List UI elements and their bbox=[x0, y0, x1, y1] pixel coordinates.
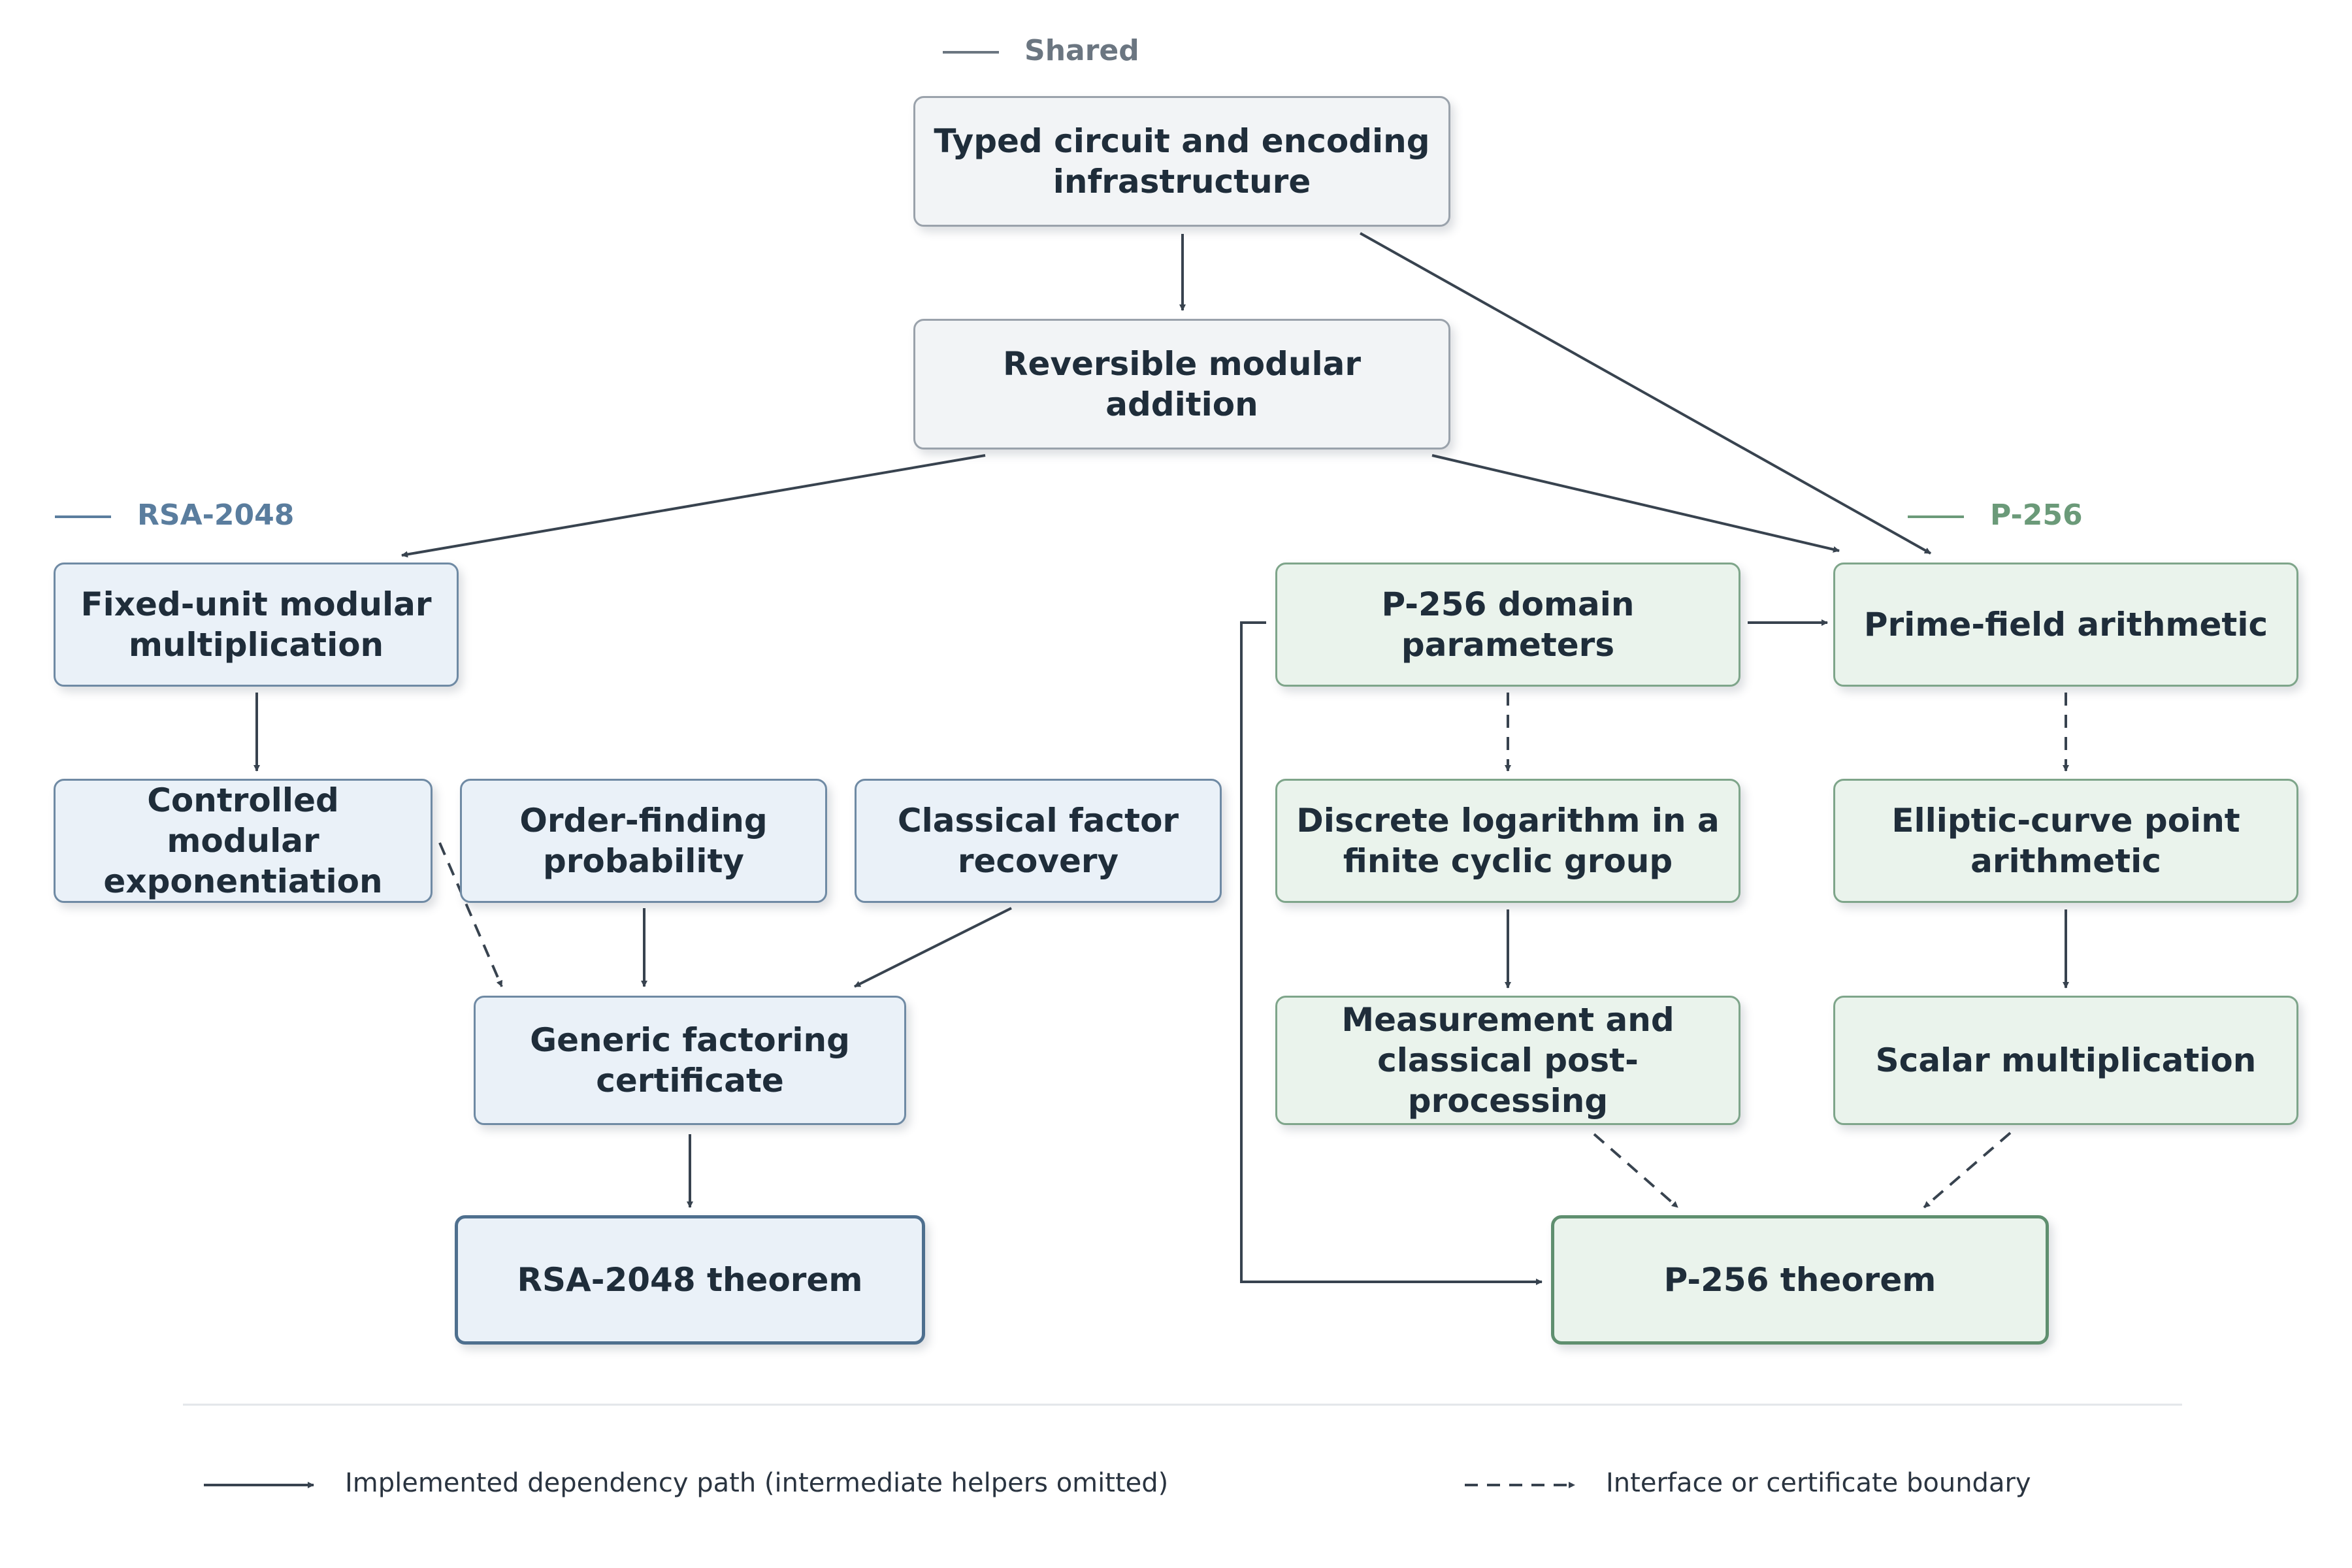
node-typed-circuit[interactable]: Typed circuit and encoding infrastructur… bbox=[913, 96, 1450, 227]
node-measurement[interactable]: Measurement and classical post-processin… bbox=[1275, 996, 1740, 1125]
edge-classical-to-generic bbox=[854, 907, 1012, 988]
edge-addition-to-fixedunit bbox=[401, 454, 986, 558]
node-p256-theorem[interactable]: P-256 theorem bbox=[1551, 1215, 2049, 1345]
node-prime-field[interactable]: Prime-field arithmetic bbox=[1833, 563, 2298, 687]
edge-controlled-to-generic bbox=[438, 842, 503, 987]
edge-scalar-to-p256-theorem bbox=[1923, 1132, 2012, 1209]
edge-domain-to-p256-theorem bbox=[1240, 621, 1543, 1285]
legend-dashed-label: Interface or certificate boundary bbox=[1606, 1468, 2031, 1498]
node-classical-factor[interactable]: Classical factor recovery bbox=[855, 779, 1222, 903]
edge-typed-to-primefield bbox=[1360, 232, 1931, 555]
node-controlled-exp[interactable]: Controlled modular exponentiation bbox=[54, 779, 433, 903]
group-p256-label: P-256 bbox=[1990, 498, 2083, 532]
node-rsa-theorem[interactable]: RSA-2048 theorem bbox=[455, 1215, 925, 1345]
node-discrete-log[interactable]: Discrete logarithm in a finite cyclic gr… bbox=[1275, 779, 1740, 903]
node-generic-factoring[interactable]: Generic factoring certificate bbox=[474, 996, 906, 1125]
node-fixed-unit-mult[interactable]: Fixed-unit modular multiplication bbox=[54, 563, 459, 687]
edge-measurement-to-p256-theorem bbox=[1593, 1133, 1679, 1209]
node-reversible-addition[interactable]: Reversible modular addition bbox=[913, 319, 1450, 449]
node-p256-domain[interactable]: P-256 domain parameters bbox=[1275, 563, 1740, 687]
edge-addition-to-primefield bbox=[1431, 454, 1840, 553]
group-rsa-line bbox=[55, 515, 111, 518]
group-rsa-label: RSA-2048 bbox=[137, 498, 295, 532]
group-p256-line bbox=[1908, 515, 1964, 518]
legend-solid-label: Implemented dependency path (intermediat… bbox=[345, 1468, 1169, 1498]
node-ec-point[interactable]: Elliptic-curve point arithmetic bbox=[1833, 779, 2298, 903]
node-scalar-mult[interactable]: Scalar multiplication bbox=[1833, 996, 2298, 1125]
group-shared-label: Shared bbox=[1024, 34, 1139, 67]
group-shared-line bbox=[943, 51, 999, 54]
node-order-finding[interactable]: Order-finding probability bbox=[460, 779, 827, 903]
